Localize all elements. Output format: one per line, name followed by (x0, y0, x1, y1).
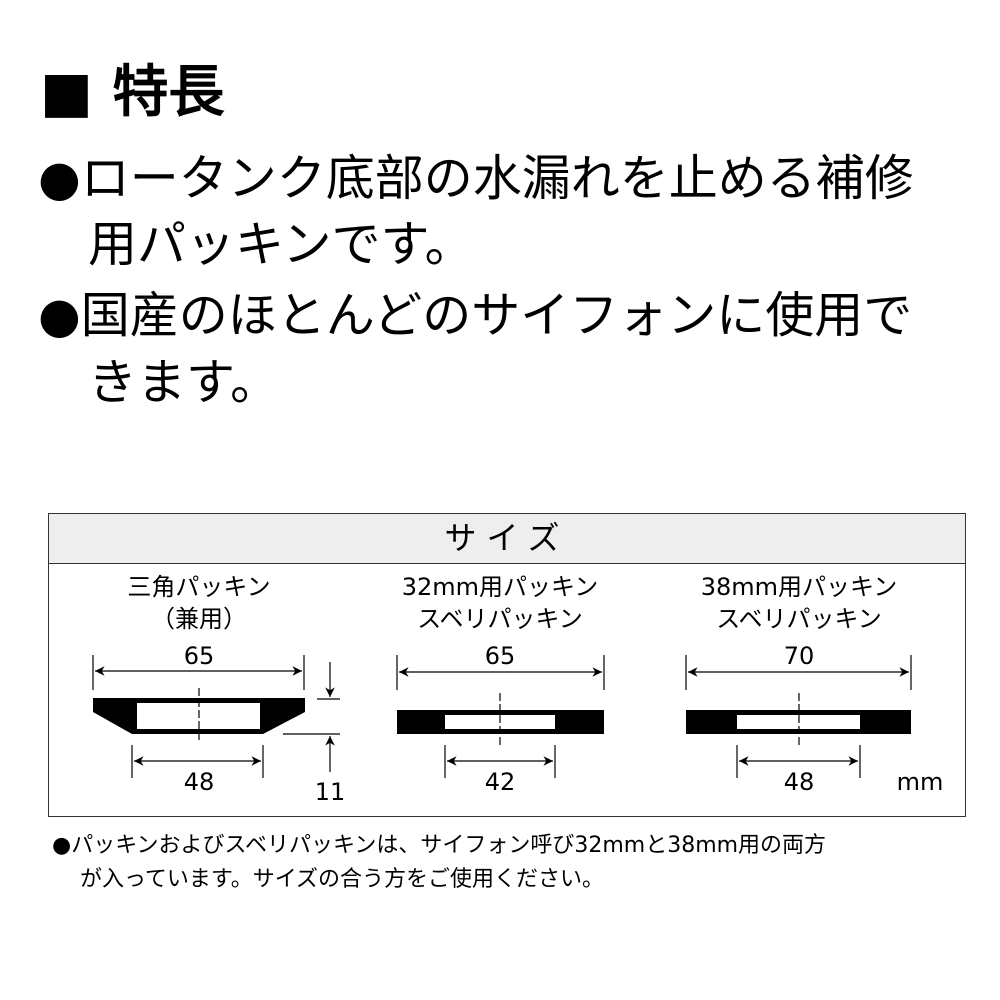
38mm-packing-diagram (685, 655, 912, 778)
item-1-outer-dim: 65 (183, 642, 215, 670)
item-1-subname: （兼用） (151, 605, 247, 633)
feature-2-line2: きます。 (88, 354, 280, 411)
note-line1: ●パッキンおよびスベリパッキンは、サイフォン呼び32mmと38mm用の両方 (52, 833, 827, 858)
item-3-inner-dim: 48 (783, 768, 815, 796)
unit-label: mm (896, 768, 944, 796)
item-3-outer-dim: 70 (783, 642, 815, 670)
feature-1-line1: ●ロータンク底部の水漏れを止める補修 (38, 150, 914, 207)
item-1-height-dim: 11 (314, 778, 346, 806)
32mm-packing-diagram (396, 655, 605, 778)
item-3-subname: スベリパッキン (716, 605, 882, 633)
size-table: サイズ (48, 513, 966, 817)
item-1-name: 三角パッキン (127, 573, 271, 601)
triangle-packing-diagram (92, 655, 340, 778)
item-2-outer-dim: 65 (484, 642, 516, 670)
item-2-inner-dim: 42 (484, 768, 516, 796)
item-2-name: 32mm用パッキン (401, 573, 599, 601)
feature-2-line1: ●国産のほとんどのサイフォンに使用で (38, 287, 913, 344)
note-line2: が入っています。サイズの合う方をご使用ください。 (80, 867, 605, 892)
item-1-inner-dim: 48 (183, 768, 215, 796)
item-2-subname: スベリパッキン (417, 605, 583, 633)
size-table-header: サイズ (49, 514, 965, 564)
feature-1-line2: 用パッキンです。 (88, 216, 474, 273)
item-3-name: 38mm用パッキン (700, 573, 898, 601)
section-title: ■ 特長 (40, 60, 225, 125)
